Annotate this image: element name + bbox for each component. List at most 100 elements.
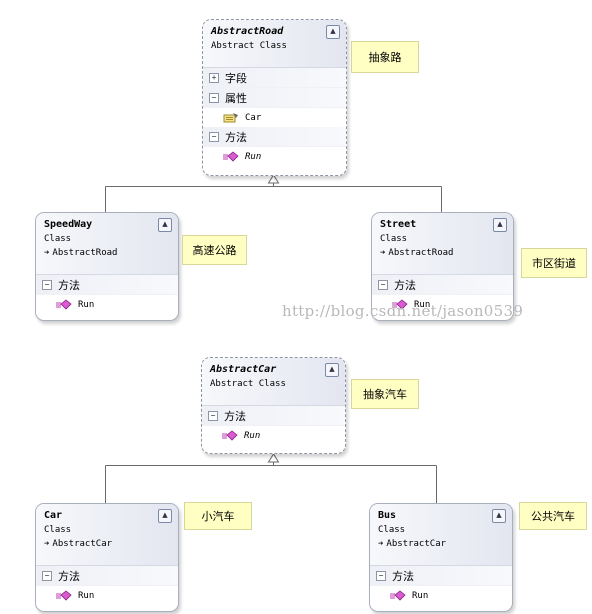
watermark: http://blog.csdn.net/jason0539 — [282, 302, 524, 320]
collapse-icon[interactable]: ▲ — [326, 25, 340, 39]
collapse-icon[interactable]: ▲ — [493, 218, 507, 232]
class-stereotype: Class — [380, 234, 408, 244]
base-class-name: AbstractRoad — [52, 248, 118, 258]
class-header: AbstractCar Abstract Class ▲ — [202, 358, 345, 405]
base-class-name: AbstractRoad — [388, 248, 454, 258]
collapse-section-icon[interactable]: − — [209, 92, 219, 103]
member-name: Run — [245, 151, 262, 162]
collapse-icon[interactable]: ▲ — [158, 509, 172, 523]
section-label: 方法 — [58, 278, 80, 292]
class-box-street[interactable]: Street Class ➔AbstractRoad ▲ − 方法 Run — [371, 212, 514, 321]
class-header: SpeedWay Class ➔AbstractRoad ▲ — [36, 213, 178, 274]
method-icon — [390, 589, 406, 601]
method-icon — [56, 298, 72, 310]
method-icon — [56, 589, 72, 601]
class-body: − 方法 Run — [370, 565, 512, 605]
collapse-section-icon[interactable]: − — [42, 279, 52, 290]
section-methods[interactable]: − 方法 — [203, 127, 346, 147]
class-header: Car Class ➔AbstractCar ▲ — [36, 504, 178, 565]
collapse-section-icon[interactable]: − — [42, 570, 52, 581]
section-label: 方法 — [225, 130, 247, 144]
class-box-speedway[interactable]: SpeedWay Class ➔AbstractRoad ▲ − 方法 Run — [35, 212, 179, 321]
member-row[interactable]: Run — [203, 147, 346, 166]
note-abstractroad: 抽象路 — [351, 41, 419, 73]
section-methods[interactable]: − 方法 — [36, 275, 178, 295]
class-box-abstractcar[interactable]: AbstractCar Abstract Class ▲ − 方法 Run — [201, 357, 346, 454]
class-stereotype: Class — [44, 525, 72, 535]
member-name: Run — [412, 590, 429, 601]
property-icon — [223, 112, 238, 122]
member-name: Run — [414, 299, 431, 310]
base-class-name: AbstractCar — [52, 539, 113, 549]
member-name: Run — [78, 590, 95, 601]
note-abstractcar: 抽象汽车 — [351, 379, 419, 409]
base-class-name: AbstractCar — [386, 539, 447, 549]
member-row[interactable]: Run — [36, 586, 178, 605]
class-base: ➔AbstractRoad — [44, 246, 170, 260]
class-name: Street — [380, 219, 417, 230]
inherits-arrow-icon: ➔ — [44, 539, 50, 549]
collapse-icon[interactable]: ▲ — [158, 218, 172, 232]
class-stereotype: Class — [44, 234, 72, 244]
note-bus: 公共汽车 — [519, 502, 587, 530]
class-name: AbstractRoad — [211, 26, 284, 37]
class-body: − 方法 Run — [202, 405, 345, 445]
class-stereotype: Abstract Class — [211, 41, 287, 51]
class-base: ➔AbstractRoad — [380, 246, 505, 260]
inherits-arrow-icon: ➔ — [380, 248, 386, 258]
method-icon — [392, 298, 408, 310]
collapse-section-icon[interactable]: − — [376, 570, 386, 581]
note-street: 市区街道 — [521, 248, 587, 278]
inherits-arrow-icon: ➔ — [44, 248, 50, 258]
section-properties[interactable]: − 属性 — [203, 88, 346, 108]
member-row[interactable]: Run — [372, 295, 513, 314]
method-icon — [222, 429, 238, 441]
member-row[interactable]: Run — [202, 426, 345, 445]
class-base: ➔AbstractCar — [378, 537, 504, 551]
section-methods[interactable]: − 方法 — [36, 566, 178, 586]
class-body: − 方法 Run — [36, 565, 178, 605]
class-stereotype: Abstract Class — [210, 379, 286, 389]
collapse-icon[interactable]: ▲ — [325, 363, 339, 377]
class-header: Bus Class ➔AbstractCar ▲ — [370, 504, 512, 565]
inheritance-arrowhead — [267, 174, 280, 184]
collapse-section-icon[interactable]: − — [378, 279, 388, 290]
class-base: ➔AbstractCar — [44, 537, 170, 551]
inheritance-arrowhead — [267, 453, 280, 463]
collapse-section-icon[interactable]: − — [208, 410, 218, 421]
section-label: 属性 — [225, 91, 247, 105]
collapse-icon[interactable]: ▲ — [492, 509, 506, 523]
member-name: Run — [244, 430, 261, 441]
inherits-arrow-icon: ➔ — [378, 539, 384, 549]
class-name: Bus — [378, 510, 397, 521]
section-fields[interactable]: + 字段 — [203, 68, 346, 88]
class-box-bus[interactable]: Bus Class ➔AbstractCar ▲ − 方法 Run — [369, 503, 513, 612]
section-label: 字段 — [225, 71, 247, 85]
section-methods[interactable]: − 方法 — [202, 406, 345, 426]
section-label: 方法 — [392, 569, 414, 583]
member-row[interactable]: Car — [203, 108, 346, 127]
class-header: AbstractRoad Abstract Class ▲ — [203, 20, 346, 67]
class-header: Street Class ➔AbstractRoad ▲ — [372, 213, 513, 274]
member-row[interactable]: Run — [370, 586, 512, 605]
member-row[interactable]: Run — [36, 295, 178, 314]
class-name: Car — [44, 510, 63, 521]
class-box-abstractroad[interactable]: AbstractRoad Abstract Class ▲ + 字段 − 属性 … — [202, 19, 347, 176]
note-car: 小汽车 — [184, 502, 252, 530]
section-label: 方法 — [224, 409, 246, 423]
method-icon — [223, 150, 239, 162]
class-box-car[interactable]: Car Class ➔AbstractCar ▲ − 方法 Run — [35, 503, 179, 612]
expand-icon[interactable]: + — [209, 72, 219, 83]
section-label: 方法 — [58, 569, 80, 583]
class-body: − 方法 Run — [372, 274, 513, 314]
section-methods[interactable]: − 方法 — [372, 275, 513, 295]
class-body: − 方法 Run — [36, 274, 178, 314]
section-label: 方法 — [394, 278, 416, 292]
class-name: SpeedWay — [44, 219, 93, 230]
collapse-section-icon[interactable]: − — [209, 131, 219, 142]
class-body: + 字段 − 属性 Car − 方法 — [203, 67, 346, 166]
member-name: Car — [245, 112, 262, 123]
section-methods[interactable]: − 方法 — [370, 566, 512, 586]
